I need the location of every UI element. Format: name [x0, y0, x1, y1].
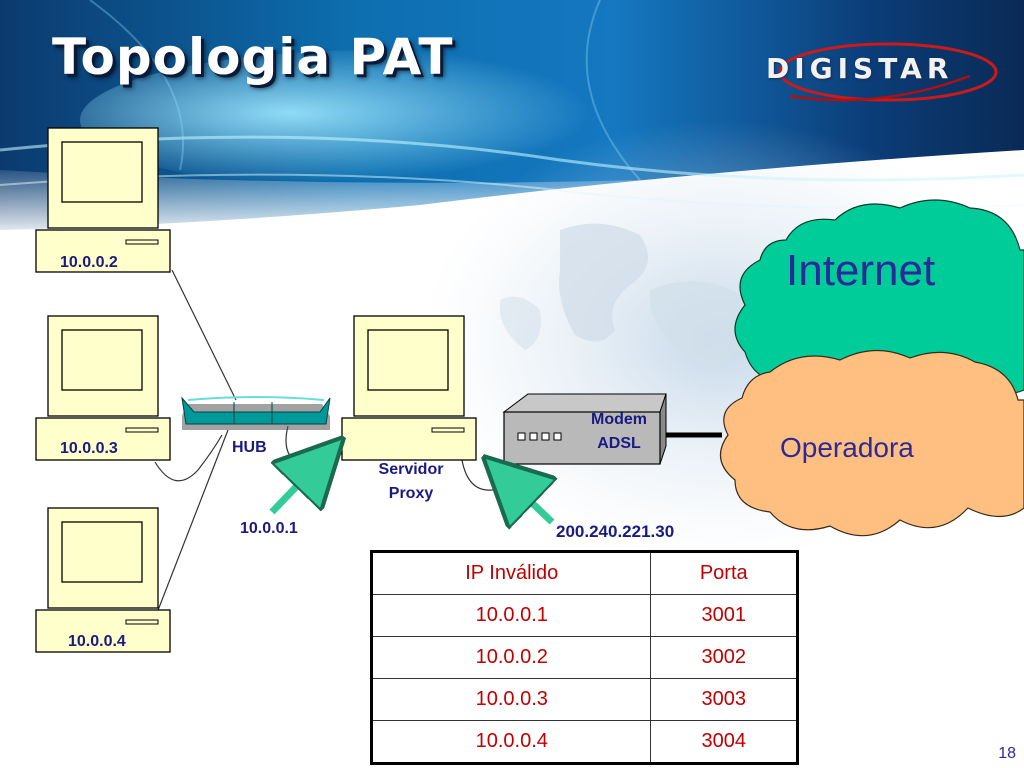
table-row: 10.0.0.1 3001 — [370, 594, 798, 637]
server-label-line2: Proxy — [388, 485, 434, 502]
slide-title: Topologia PAT — [52, 28, 454, 86]
cell-ip: 10.0.0.2 — [370, 636, 652, 679]
modem-label-line1: Modem — [591, 411, 647, 428]
computer-pc2[interactable] — [35, 315, 171, 461]
server-label-line1: Servidor — [378, 461, 444, 478]
header-porta: Porta — [650, 551, 798, 595]
modem-label-line2: ADSL — [597, 435, 641, 452]
computer-server-proxy[interactable] — [341, 315, 477, 461]
pc2-ip-label: 10.0.0.3 — [60, 440, 118, 457]
header-ip-invalido: IP Inválido — [370, 551, 652, 595]
pc3-ip-label: 10.0.0.4 — [68, 633, 126, 650]
cable-server-modem — [461, 459, 507, 491]
server-label: Servidor Proxy — [356, 458, 466, 506]
hub-icon[interactable] — [181, 396, 331, 430]
table-row: 10.0.0.3 3003 — [370, 678, 798, 721]
digistar-logo: DIGISTAR — [760, 36, 1010, 110]
computer-pc1[interactable] — [35, 127, 171, 273]
cable-pc3-hub — [154, 429, 229, 619]
computer-pc3[interactable] — [35, 507, 171, 653]
cell-ip: 10.0.0.3 — [370, 678, 652, 721]
table-row: 10.0.0.4 3004 — [370, 720, 798, 764]
logo-text: DIGISTAR — [766, 52, 954, 85]
arrow-server-ip — [269, 462, 320, 515]
internet-label: Internet — [786, 246, 936, 295]
arrow-modem-ip — [508, 480, 552, 522]
table-header-row: IP Inválido Porta — [370, 551, 798, 595]
operadora-cloud-icon[interactable] — [719, 349, 1024, 537]
cell-port: 3001 — [650, 594, 798, 637]
cell-port: 3002 — [650, 636, 798, 679]
server-ip-label: 10.0.0.1 — [240, 520, 298, 537]
cell-ip: 10.0.0.4 — [370, 720, 652, 764]
page-number: 18 — [998, 745, 1016, 762]
pc1-ip-label: 10.0.0.2 — [60, 254, 118, 271]
hub-label: HUB — [232, 439, 267, 456]
cell-ip: 10.0.0.1 — [370, 594, 652, 637]
modem-label: Modem ADSL — [574, 408, 664, 456]
cable-pc1-hub — [171, 269, 237, 401]
logo-swoosh-icon — [778, 42, 998, 102]
cell-port: 3004 — [650, 720, 798, 764]
table-row: 10.0.0.2 3002 — [370, 636, 798, 679]
modem-ip-label: 200.240.221.30 — [556, 522, 675, 541]
cable-hub-server — [285, 425, 347, 468]
cell-port: 3003 — [650, 678, 798, 721]
pat-table: IP Inválido Porta 10.0.0.1 3001 10.0.0.2… — [370, 550, 799, 765]
cable-pc2-hub — [154, 434, 223, 482]
operadora-label: Operadora — [780, 432, 914, 463]
